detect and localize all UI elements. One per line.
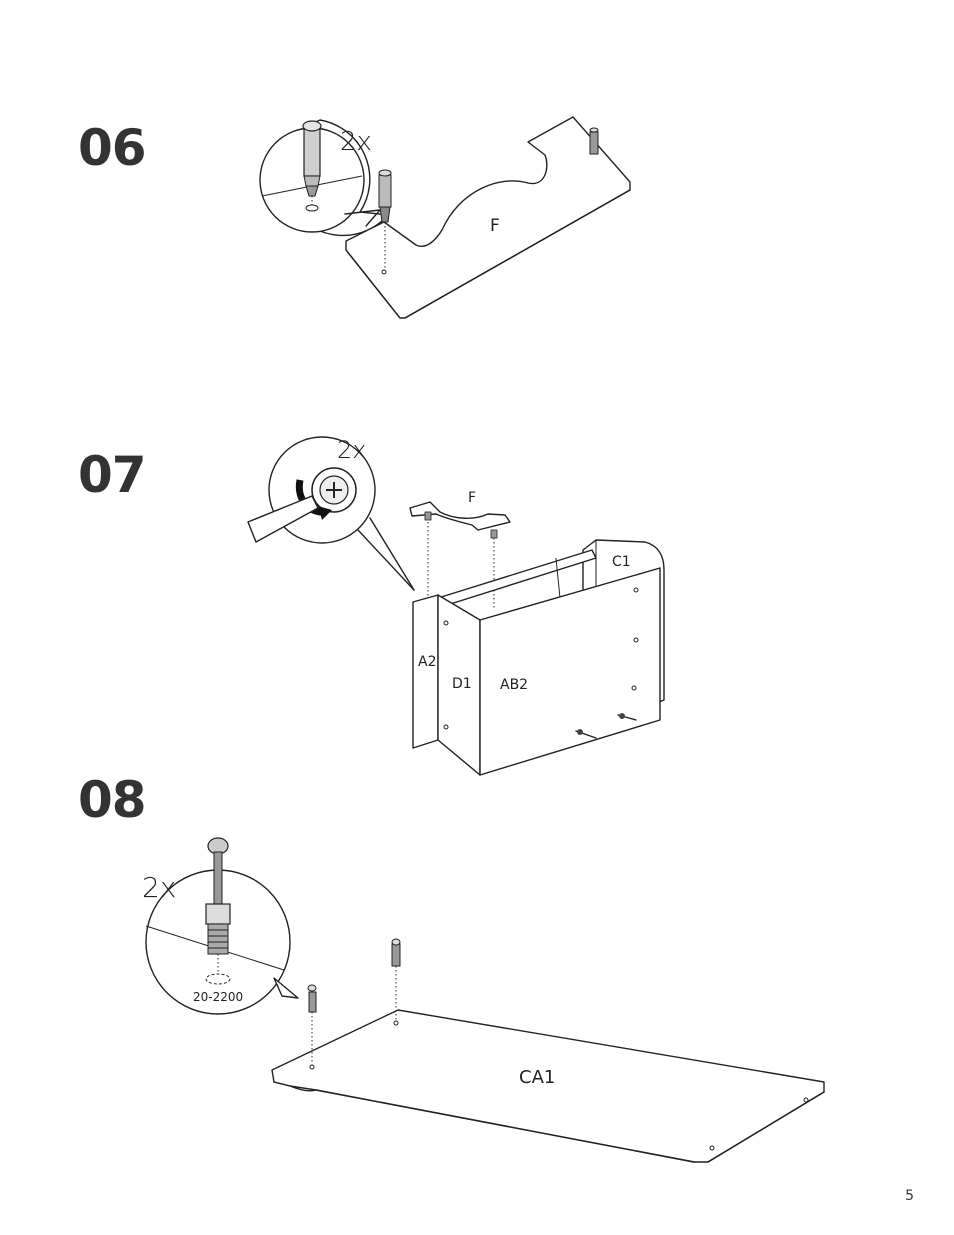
panel-ca1-label: CA1 (519, 1067, 555, 1088)
panel-c1-label: C1 (612, 554, 631, 570)
step-06-illustration: 2x F (0, 0, 954, 340)
step-08-illustration: 2x 20-2200 CA1 (0, 820, 954, 1180)
step-07-quantity: 2x (337, 436, 366, 464)
panel-d1-label: D1 (452, 676, 472, 692)
panel-ab2 (480, 568, 660, 775)
part-f-top-label: F (468, 490, 476, 506)
step-07-zoom-callout (248, 437, 414, 590)
page-number: 5 (905, 1188, 914, 1204)
dowel-right (590, 128, 598, 154)
panel-ab2-label: AB2 (500, 677, 528, 693)
step-07-illustration: 2x F C1 A2 D1 AB2 (0, 430, 954, 790)
panel-a2 (413, 595, 438, 748)
panel-a2-label: A2 (418, 654, 436, 670)
step-06-quantity: 2x (340, 127, 372, 157)
step-08-quantity: 2x (142, 871, 176, 904)
step-number-08: 08 (78, 775, 146, 825)
step-08-zoom-callout (146, 838, 298, 1014)
step-08-part-number: 20-2200 (193, 990, 243, 1004)
panel-f-label: F (490, 216, 500, 236)
